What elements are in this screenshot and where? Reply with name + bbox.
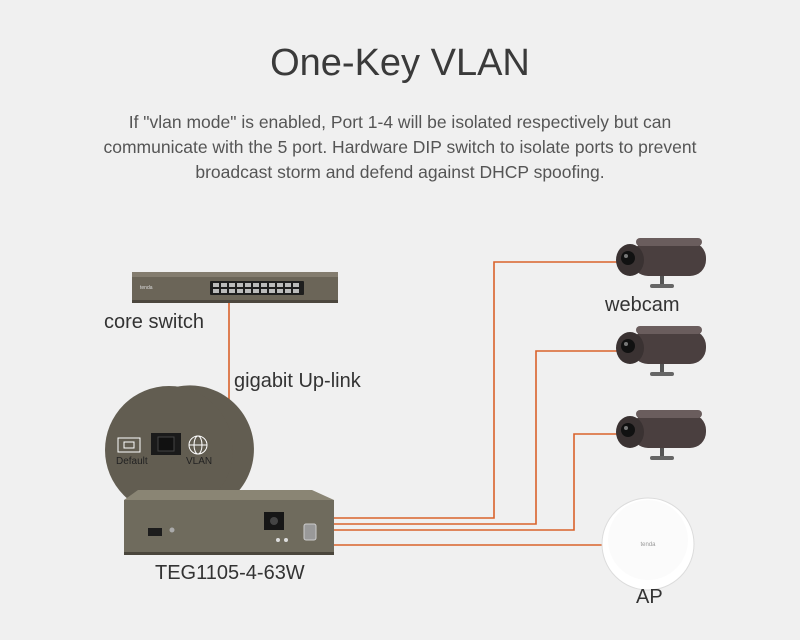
webcam-label: webcam (605, 294, 680, 316)
webcam-icon-2 (616, 326, 706, 376)
core-switch-label: core switch (104, 311, 205, 333)
access-point-icon: tenda (601, 497, 695, 591)
webcam-icon-1 (616, 238, 706, 288)
core-switch-icon: tenda (132, 272, 338, 303)
device-model-label: TEG1105-4-63W (155, 562, 305, 584)
dip-vlan-label: VLAN (186, 456, 213, 467)
dip-default-label: Default (116, 456, 148, 467)
page-title: One-Key VLAN (270, 42, 530, 84)
ap-label: AP (636, 586, 663, 608)
description-text: If "vlan mode" is enabled, Port 1-4 will… (103, 112, 697, 182)
teg1105-switch-icon (124, 490, 334, 555)
uplink-label: gigabit Up-link (234, 370, 361, 392)
svg-text:tenda: tenda (140, 285, 153, 291)
cable-to-webcam-3 (330, 433, 618, 531)
webcam-icon-3 (616, 410, 706, 460)
cable-to-webcam-1 (330, 261, 618, 519)
dip-switch-zoom-bubble (105, 385, 254, 524)
svg-text:tenda: tenda (640, 542, 656, 548)
cable-to-webcam-2 (330, 350, 618, 525)
